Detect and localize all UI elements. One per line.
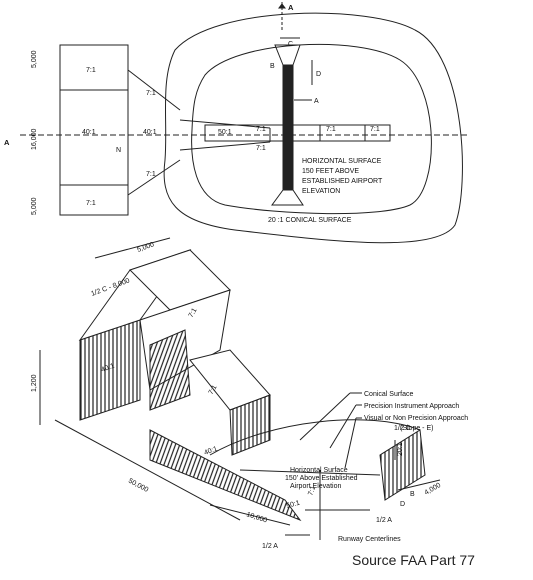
callout-precision: Precision Instrument Approach xyxy=(364,403,459,410)
dim-50000: 50,000 xyxy=(127,478,149,494)
label-n: N xyxy=(116,147,121,154)
callout-visual: Visual or Non Precision Approach xyxy=(364,415,468,422)
half-a-right: 1/2 A xyxy=(376,517,392,524)
horizontal-surface-line4: ELEVATION xyxy=(302,188,340,195)
half-c-right: 1/2 C xyxy=(394,425,411,432)
isometric-view xyxy=(39,237,441,540)
slope-label: 7:1 xyxy=(86,200,96,207)
approach-slab xyxy=(59,44,129,216)
horizontal-inner-boundary xyxy=(191,43,432,215)
dim-5000: 5,000 xyxy=(136,241,155,254)
slope-label: 20:1 xyxy=(397,442,404,456)
label-c: C xyxy=(288,41,293,48)
label-b-iso: B xyxy=(410,491,415,498)
section-marker-top: A xyxy=(288,3,294,12)
slope-label: 7:1 xyxy=(256,126,266,133)
conical-surface-label: 20 :1 CONICAL SURFACE xyxy=(268,217,352,224)
horizontal-surface-line3: ESTABLISHED AIRPORT xyxy=(302,178,383,185)
half-a-left: 1/2 A xyxy=(262,543,278,550)
dim-10000: 10,000 xyxy=(245,511,268,524)
dim-left-top: 5,000 xyxy=(31,50,38,68)
dim-left-bottom: 5,000 xyxy=(31,197,38,215)
label-a: A xyxy=(314,98,319,105)
section-marker-left: A xyxy=(4,138,10,147)
slope-label: 7:1 xyxy=(146,171,156,178)
runway xyxy=(282,64,294,191)
label-d-iso: D xyxy=(400,501,405,508)
dim-4000: 4,000 xyxy=(424,482,443,497)
slope-label: 7:1 xyxy=(307,485,317,497)
slope-label: 40:1 xyxy=(203,446,218,457)
slope-label: 40:1 xyxy=(100,363,115,374)
slope-label: 7:1 xyxy=(146,90,156,97)
horizontal-surface-line2: 150 FEET ABOVE xyxy=(302,168,359,175)
slope-label: 7:1 xyxy=(208,384,219,396)
horizontal-surface-iso-2: 150' Above Established xyxy=(285,475,358,482)
callout-slope-e: (Slope - E) xyxy=(400,425,433,432)
approach-label: 40:1 xyxy=(143,129,157,136)
runway-centerlines: Runway Centerlines xyxy=(338,536,401,543)
conical-outer-boundary xyxy=(163,12,463,244)
horizontal-surface-line1: HORIZONTAL SURFACE xyxy=(302,158,382,165)
approach-label: 40:1 xyxy=(82,129,96,136)
dim-1200: 1,200 xyxy=(31,374,38,392)
slope-label: 7:1 xyxy=(370,126,380,133)
dim-left-mid: 16,000 xyxy=(31,128,38,150)
callout-conical: Conical Surface xyxy=(364,391,414,398)
slope-label: 50:1 xyxy=(286,500,301,510)
slope-label: 7:1 xyxy=(256,145,266,152)
horizontal-surface-iso-3: Airport Elevation xyxy=(290,483,341,490)
approach-label: 50:1 xyxy=(218,129,232,136)
label-d: D xyxy=(316,71,321,78)
slope-label: 7:1 xyxy=(326,126,336,133)
horizontal-surface-iso-1: Horizontal Surface xyxy=(290,467,348,474)
slope-label: 7:1 xyxy=(86,67,96,74)
source-caption: Source FAA Part 77 xyxy=(352,552,475,568)
slope-label: 7:1 xyxy=(188,307,199,319)
label-b: B xyxy=(270,63,275,70)
plan-labels: A A 5,000 16,000 5,000 7:1 7:1 7:1 7:1 4… xyxy=(4,3,383,224)
plan-view xyxy=(20,2,470,244)
